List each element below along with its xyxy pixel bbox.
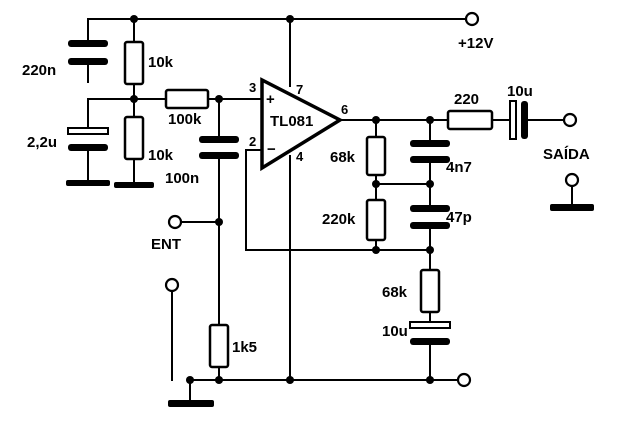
component-labels: +12V 220n 10k 2,2u 10k 100k 100n ENT 1k5… (22, 35, 590, 356)
supply-terminal (464, 11, 480, 27)
opamp-minus-sign: − (267, 141, 276, 158)
capacitors (67, 40, 528, 345)
wires (87, 18, 573, 401)
pin-2-label: 2 (249, 134, 256, 149)
pin-numbers: 3 2 7 4 6 (249, 80, 348, 164)
resistor-10k-bottom (123, 115, 145, 161)
capacitor-220n (68, 40, 108, 65)
resistor-1k5 (208, 323, 230, 369)
label-68k-feedback: 68k (330, 149, 356, 166)
ground-terminal (456, 372, 472, 388)
label-1k5: 1k5 (232, 339, 257, 356)
label-2u2: 2,2u (27, 134, 57, 151)
output-ground-terminal (564, 172, 580, 188)
label-220k: 220k (322, 211, 356, 228)
output-label: SAÍDA (543, 146, 590, 163)
label-100n: 100n (165, 170, 199, 187)
label-68k-lower: 68k (382, 284, 408, 301)
opamp-label: TL081 (270, 113, 313, 130)
resistor-10k-top (123, 40, 145, 86)
junction-dots (130, 15, 434, 384)
input-terminal (167, 214, 183, 230)
label-10u-lower: 10u (382, 323, 408, 340)
pin-3-label: 3 (249, 80, 256, 95)
label-100k: 100k (168, 111, 202, 128)
opamp-tl081: + − TL081 (260, 77, 344, 172)
label-10k-top: 10k (148, 54, 174, 71)
label-220n: 220n (22, 62, 56, 79)
supply-label: +12V (458, 35, 493, 52)
label-220-output: 220 (454, 91, 479, 108)
label-4n7: 4n7 (446, 159, 472, 176)
capacitor-100n (199, 136, 239, 159)
label-47p: 47p (446, 209, 472, 226)
aux-terminal (164, 277, 180, 293)
resistor-68k-feedback (365, 135, 387, 177)
capacitor-2u2 (67, 127, 109, 151)
resistor-68k-lower (419, 268, 441, 314)
label-10u-output: 10u (507, 83, 533, 100)
label-10k-bottom: 10k (148, 147, 174, 164)
opamp-plus-sign: + (266, 91, 275, 108)
resistor-220-output (446, 109, 494, 131)
capacitor-4n7 (410, 140, 450, 163)
output-terminal (562, 112, 578, 128)
capacitor-10u-output (509, 100, 528, 140)
terminals (164, 11, 580, 388)
capacitor-10u-lower (409, 321, 451, 345)
resistors (123, 40, 494, 369)
pin-4-label: 4 (296, 149, 304, 164)
ground-symbols (66, 180, 594, 407)
pin-7-label: 7 (296, 82, 303, 97)
input-label: ENT (151, 236, 181, 253)
resistor-100k (164, 88, 210, 110)
capacitor-47p (410, 205, 450, 229)
resistor-220k (365, 198, 387, 242)
pin-6-label: 6 (341, 102, 348, 117)
